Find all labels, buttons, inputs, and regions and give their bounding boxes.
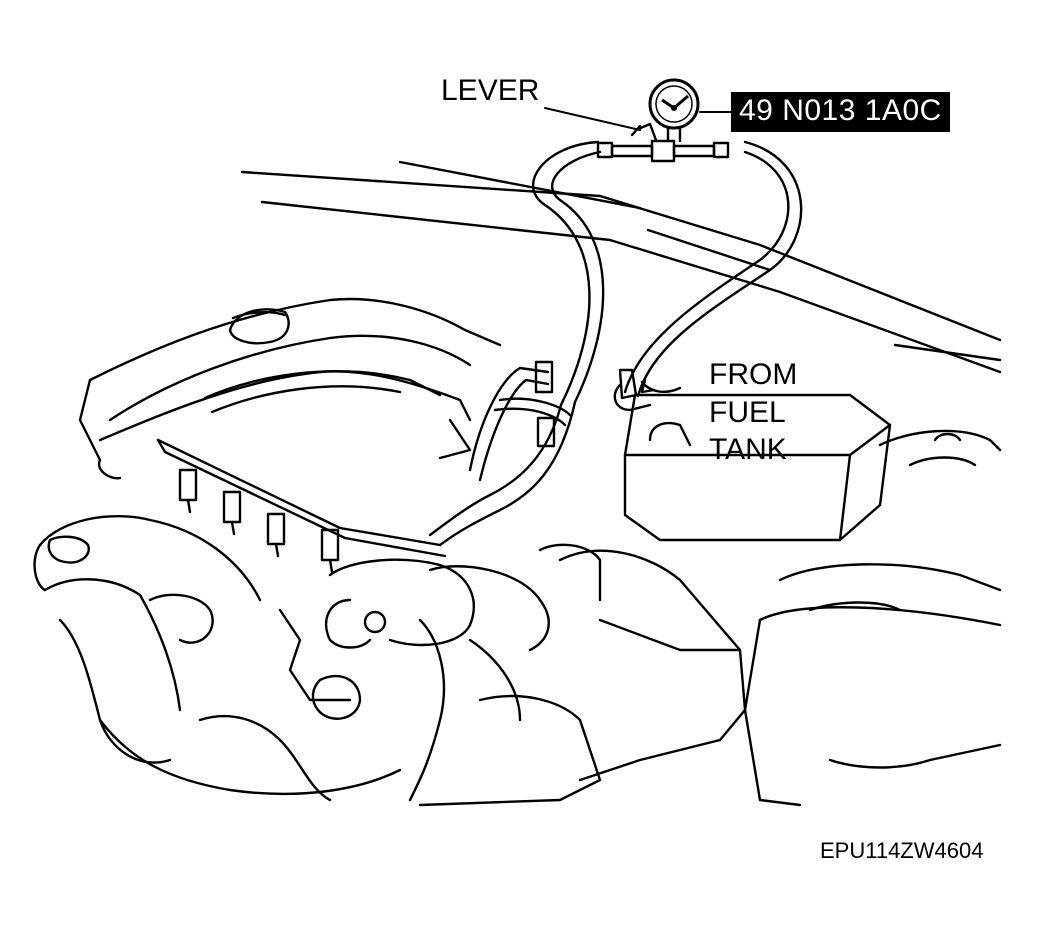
air-cleaner bbox=[418, 549, 1002, 807]
cylinder-head bbox=[78, 297, 502, 480]
throttle-body bbox=[278, 543, 602, 802]
lever-label: LEVER bbox=[441, 74, 540, 107]
intake-manifold bbox=[33, 514, 402, 802]
figure-code-label: EPU114ZW4604 bbox=[820, 838, 984, 863]
fuel-label: FUEL bbox=[709, 396, 786, 429]
fuel-rail bbox=[156, 438, 447, 574]
tool-number-label: 49 N013 1A0C bbox=[731, 92, 950, 132]
leader-lines bbox=[544, 107, 735, 131]
hood-lines bbox=[240, 160, 1002, 374]
battery-box bbox=[623, 393, 1002, 542]
from-label: FROM bbox=[709, 358, 798, 391]
pressure-gauge-icon bbox=[648, 78, 700, 130]
curved-arrow-icon bbox=[640, 378, 682, 394]
tank-label: TANK bbox=[709, 433, 787, 466]
gauge-manifold bbox=[596, 116, 730, 163]
fuel-hoses bbox=[428, 140, 803, 547]
